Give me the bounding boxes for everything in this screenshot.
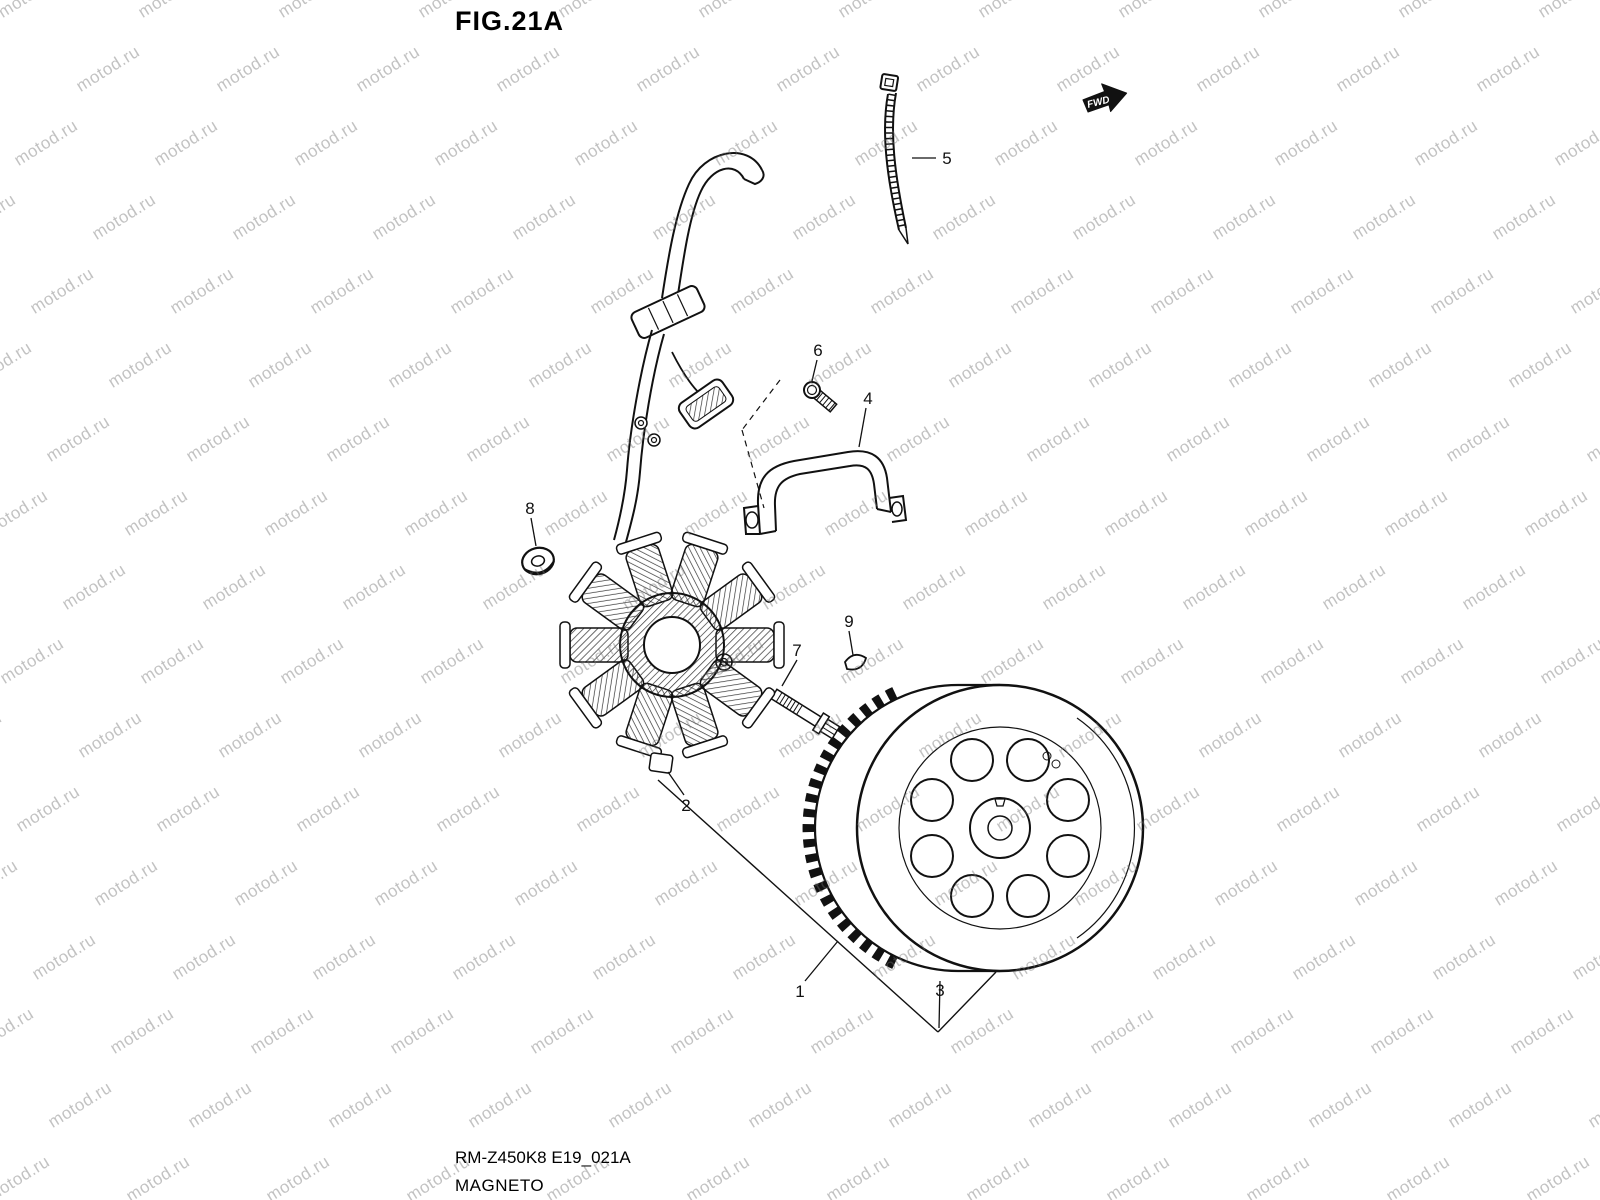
fwd-label: FWD <box>1086 95 1111 111</box>
ring-terminal <box>647 433 661 447</box>
callout-7: 7 <box>792 641 802 660</box>
flange-bolt <box>770 688 841 740</box>
callout-8: 8 <box>525 499 535 518</box>
wire-connector <box>630 285 706 339</box>
figure-title: FIG.21A <box>455 6 565 36</box>
grommet <box>521 546 555 576</box>
ring-gear-teeth <box>802 687 898 969</box>
callout-3: 3 <box>935 981 945 1000</box>
stator-lead-wires <box>613 152 765 543</box>
callout-9: 9 <box>844 612 854 631</box>
callout-6: 6 <box>813 341 823 360</box>
stator-assembly <box>559 531 785 774</box>
cable-tie <box>879 73 909 245</box>
woodruff-key <box>844 653 868 671</box>
stator-mount-tab <box>648 752 674 774</box>
figure-name: MAGNETO <box>455 1176 545 1195</box>
ring-terminal <box>634 416 648 430</box>
fwd-arrow: FWD <box>1082 83 1128 113</box>
callout-1: 1 <box>795 982 805 1001</box>
wire-bracket <box>742 450 908 535</box>
pickup-coil <box>677 378 735 430</box>
document-code: RM-Z450K8 E19_021A <box>455 1148 631 1167</box>
assembly-lines <box>657 779 997 1033</box>
callout-5: 5 <box>942 149 952 168</box>
projection-lines <box>741 379 781 509</box>
callout-2: 2 <box>681 796 691 815</box>
leader-lines <box>530 157 941 1029</box>
fwd-arrow-shape <box>1082 83 1128 113</box>
flywheel-rotor <box>802 683 1145 973</box>
callout-4: 4 <box>863 389 873 408</box>
flange-screw <box>803 381 838 413</box>
